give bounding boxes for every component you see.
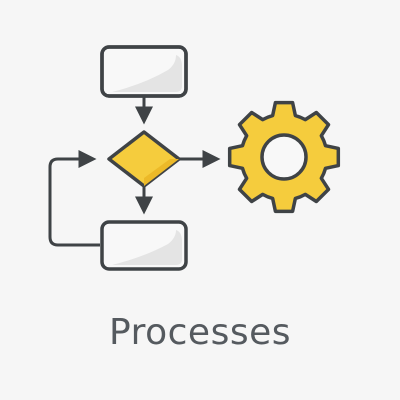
top-process-box [100,45,188,98]
bottom-box-outline [100,220,188,271]
decision-diamond [107,130,181,188]
bottom-box-shade [112,230,182,265]
top-box-outline [100,45,188,98]
bottom-process-box [100,220,188,271]
loop-arrow [48,150,100,247]
decision-diamond-shape [107,130,181,188]
gear-hole [260,133,308,181]
gear-icon [227,100,341,214]
decision-diamond-shade [144,159,179,186]
caption-title: Processes [109,312,291,353]
top-box-shade [112,55,182,92]
